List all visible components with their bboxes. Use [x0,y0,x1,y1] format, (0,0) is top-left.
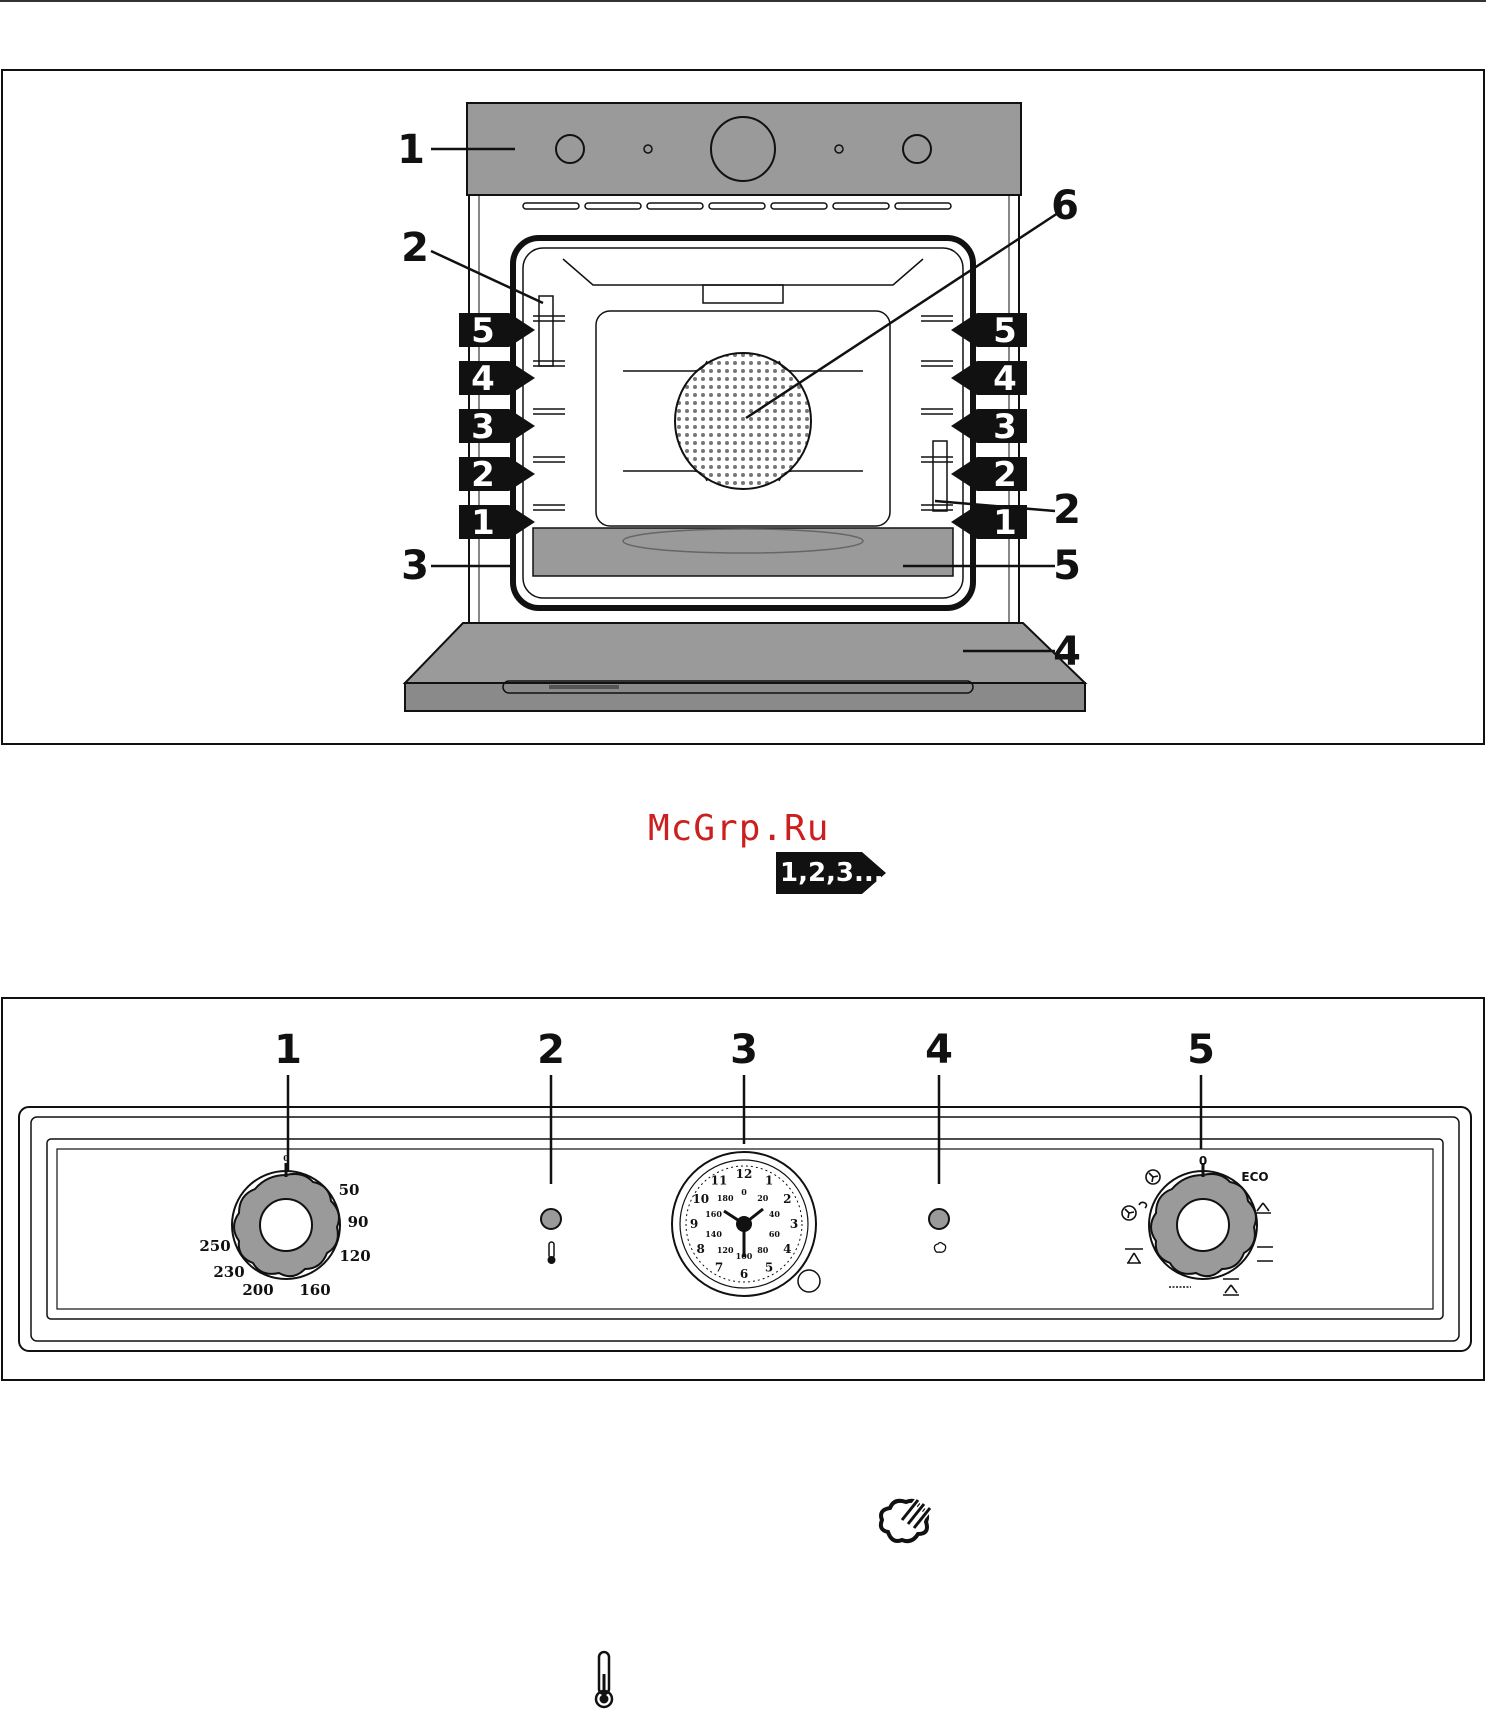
temp-mark-0: 0 [283,1153,289,1163]
rack-label-right-2: 2 [993,455,1017,495]
clock-hour-1: 1 [765,1174,773,1188]
steam-small-icon [934,1243,945,1253]
rack-rails-left [533,296,565,510]
steam-icon [876,1490,936,1550]
oven-door [405,623,1085,683]
temp-mark-50: 50 [339,1181,360,1199]
rack-label-right-5: 5 [993,311,1017,351]
clock-hour-12: 12 [736,1167,753,1181]
clock-minute-160: 160 [705,1209,722,1219]
rack-label-right-1: 1 [993,503,1017,543]
rack-label-left-4: 4 [471,359,495,399]
clock-hour-6: 6 [740,1267,748,1281]
clock-minute-140: 140 [705,1229,722,1239]
clock-minute-40: 40 [769,1209,781,1219]
oven-lamp [703,285,783,303]
temperature-knob[interactable] [232,1163,340,1279]
callout-3: 3 [401,543,429,589]
clock-hour-8: 8 [697,1242,705,1256]
clock-hour-10: 10 [692,1192,709,1206]
rack-label-right-3: 3 [993,407,1017,447]
temp-mark-90: 90 [348,1213,369,1231]
thermometer-large-icon [589,1650,619,1710]
rack-label-right-4: 4 [993,359,1017,399]
fan-cover [675,353,811,489]
clock-minute-120: 120 [717,1245,734,1255]
rack-label-left-5: 5 [471,311,495,351]
callouts-fig2: 1 2 3 4 5 [274,1027,1215,1073]
clock-hour-2: 2 [783,1192,791,1206]
mode-off: 0 [1199,1154,1207,1168]
watermark: McGrp.Ru [648,808,829,849]
bottom-plate [533,528,953,576]
top-vents [523,203,951,209]
panel-callout-3: 3 [730,1027,758,1073]
clock-hour-3: 3 [790,1217,798,1231]
callout-5: 5 [1053,543,1081,589]
top-bottom-heat-icon [1257,1247,1273,1261]
panel-callout-4: 4 [925,1027,953,1073]
clock-minute-20: 20 [757,1193,769,1203]
top-rule [0,0,1486,2]
rack-label-left-2: 2 [471,455,495,495]
rack-label-left-1: 1 [471,503,495,543]
clock-minute-180: 180 [717,1193,734,1203]
clock-minute-80: 80 [757,1245,769,1255]
temp-mark-230: 230 [213,1263,244,1281]
temp-mark-250: 250 [199,1237,230,1255]
temp-mark-120: 120 [339,1247,370,1265]
clock-minute-60: 60 [769,1229,781,1239]
clock-hour-4: 4 [783,1242,791,1256]
callout-6: 6 [1051,183,1079,229]
clock-hour-11: 11 [711,1174,728,1188]
clock-hour-9: 9 [690,1217,698,1231]
clock-minute-0: 0 [741,1187,747,1197]
top-fan-icon [1255,1203,1271,1213]
rack-label-left-3: 3 [471,407,495,447]
thermometer-icon [548,1242,556,1264]
panel-callout-2: 2 [537,1027,565,1073]
panel-callout-5: 5 [1187,1027,1215,1073]
thermostat-lamp [541,1209,561,1229]
grill-fan-icon [1125,1249,1143,1263]
callout-1: 1 [397,127,425,173]
clock-hour-5: 5 [765,1260,773,1274]
rack-rails-right [921,316,953,511]
mode-eco: ECO [1241,1170,1268,1184]
clock-minute-100: 100 [736,1251,753,1261]
shelf-tag-label: 1,2,3... [780,858,884,888]
temp-mark-160: 160 [299,1281,330,1299]
panel-callout-1: 1 [274,1027,302,1073]
fan-icon [1146,1170,1160,1184]
bottom-fan-icon [1223,1279,1239,1295]
clock-hour-7: 7 [715,1260,723,1274]
shelf-level-tag: 1,2,3... [776,852,886,894]
callout-4: 4 [1053,629,1081,675]
fan-steam-icon [1122,1202,1147,1220]
callout-2: 2 [401,225,429,271]
steam-lamp [929,1209,949,1229]
temp-mark-200: 200 [242,1281,273,1299]
callout-2: 2 [1053,487,1081,533]
